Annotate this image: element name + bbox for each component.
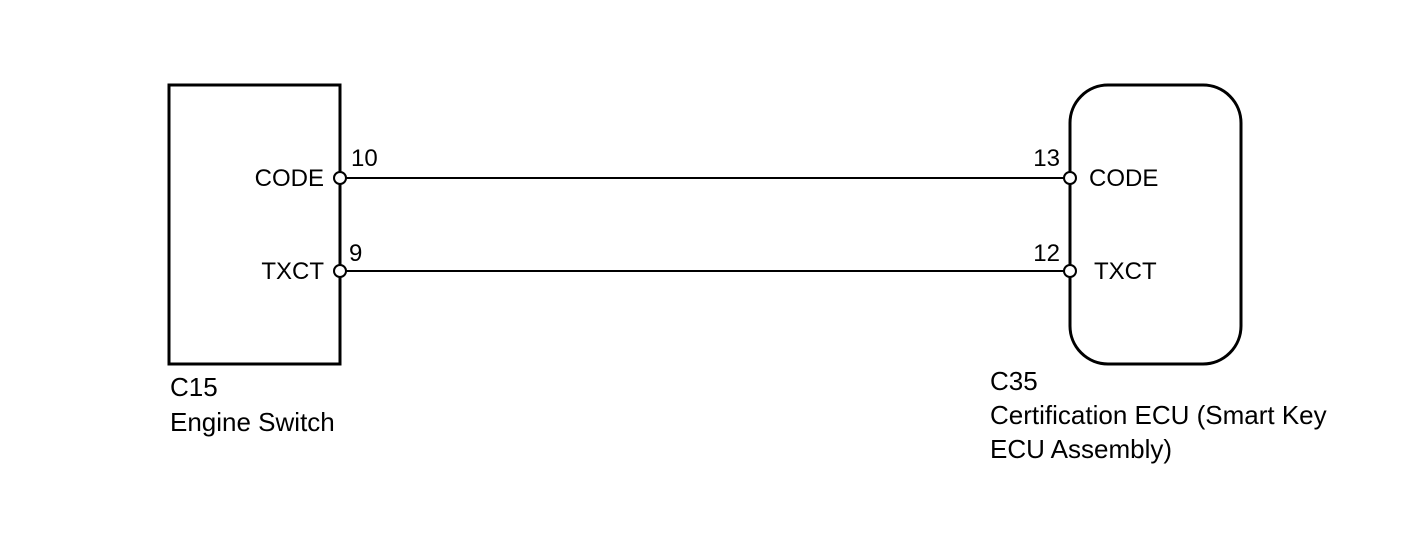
right-component-name-line1: Certification ECU (Smart Key [990, 400, 1327, 430]
terminal-left-txct [333, 264, 347, 278]
engine-switch-box [167, 83, 342, 366]
right-pin-label-code: CODE [1089, 165, 1158, 192]
left-connector-id: C15 [170, 372, 218, 402]
right-component-name-line2: ECU Assembly) [990, 434, 1172, 464]
certification-ecu-box [1068, 83, 1243, 366]
left-pin-label-txct: TXCT [261, 258, 324, 285]
right-pin-number-txct: 12 [1033, 240, 1060, 267]
terminal-left-code [333, 171, 347, 185]
terminal-right-txct [1063, 264, 1077, 278]
left-component-name: Engine Switch [170, 407, 335, 437]
right-pin-number-code: 13 [1033, 145, 1060, 172]
terminal-right-code [1063, 171, 1077, 185]
right-connector-id: C35 [990, 366, 1038, 396]
left-pin-number-code: 10 [351, 145, 378, 172]
left-pin-number-txct: 9 [349, 240, 362, 267]
right-pin-label-txct: TXCT [1094, 258, 1157, 285]
left-pin-label-code: CODE [255, 165, 324, 192]
